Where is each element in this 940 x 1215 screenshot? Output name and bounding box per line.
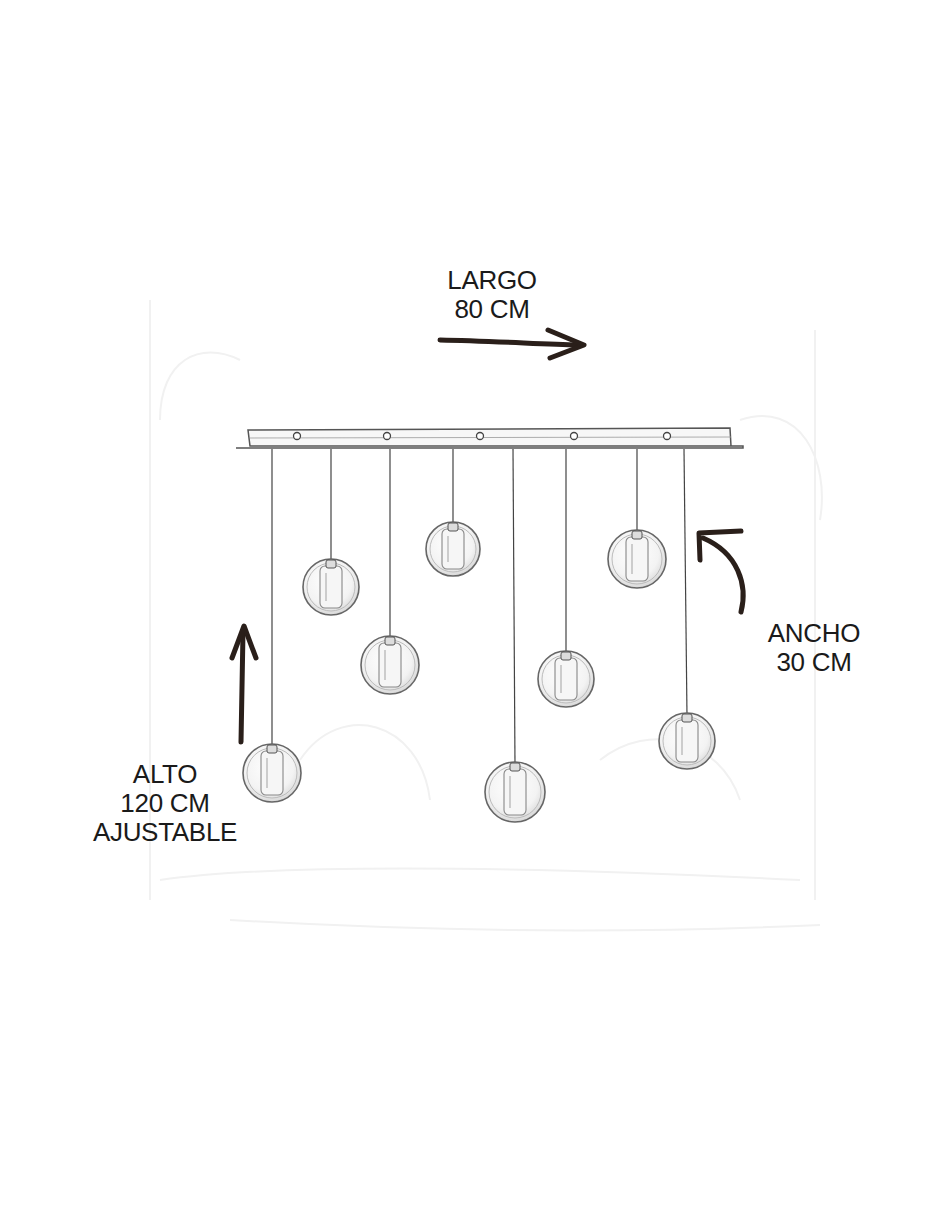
cord <box>330 449 331 562</box>
socket-cap <box>448 523 458 531</box>
dimension-arrows <box>232 330 743 742</box>
globe-inner-edge <box>430 526 476 572</box>
highlight <box>560 665 562 693</box>
cord <box>636 449 637 533</box>
globe-inner-edge <box>247 748 297 798</box>
highlight <box>384 650 386 680</box>
highlight <box>266 758 268 788</box>
highlight <box>631 544 633 574</box>
canopy-bar <box>236 428 743 448</box>
globe-inner-edge <box>489 766 541 818</box>
globe-inner-edge <box>612 534 662 584</box>
highlight <box>447 536 449 562</box>
glass-globe <box>426 522 480 576</box>
glass-globe <box>659 713 715 769</box>
glass-globe <box>303 559 359 615</box>
inner-cylinder <box>442 529 464 569</box>
socket-cap <box>385 637 395 645</box>
socket-cap <box>326 560 336 568</box>
globe-inner-edge <box>307 563 355 611</box>
inner-cylinder <box>555 658 577 700</box>
inner-cylinder <box>379 643 401 687</box>
glass-globe <box>361 636 419 694</box>
height-dimension: ALTO 120 CM AJUSTABLE <box>93 760 237 847</box>
pendant-globes <box>243 449 715 822</box>
glass-globe <box>538 651 594 707</box>
socket-cap <box>561 652 571 660</box>
glass-globe <box>243 744 301 802</box>
socket-cap <box>267 745 277 753</box>
cord <box>452 449 453 525</box>
glass-globe <box>608 530 666 588</box>
cord <box>513 449 515 765</box>
highlight <box>681 727 683 755</box>
socket-cap <box>510 763 520 771</box>
globe-inner-edge <box>663 717 711 765</box>
cord <box>565 449 566 654</box>
globe-inner-edge <box>542 655 590 703</box>
width-dimension: ANCHO 30 CM <box>768 619 860 677</box>
inner-cylinder <box>320 566 342 608</box>
socket-cap <box>682 714 692 722</box>
inner-cylinder <box>504 769 526 815</box>
background-sketch <box>150 300 822 930</box>
cord <box>684 449 687 716</box>
length-dimension: LARGO 80 CM <box>447 266 537 324</box>
highlight <box>325 573 327 601</box>
cord <box>271 449 272 747</box>
inner-cylinder <box>261 751 283 795</box>
globe-inner-edge <box>365 640 415 690</box>
inner-cylinder <box>676 720 698 762</box>
highlight <box>509 776 511 808</box>
socket-cap <box>632 531 642 539</box>
inner-cylinder <box>626 537 648 581</box>
cord <box>389 449 390 639</box>
glass-globe <box>485 762 545 822</box>
